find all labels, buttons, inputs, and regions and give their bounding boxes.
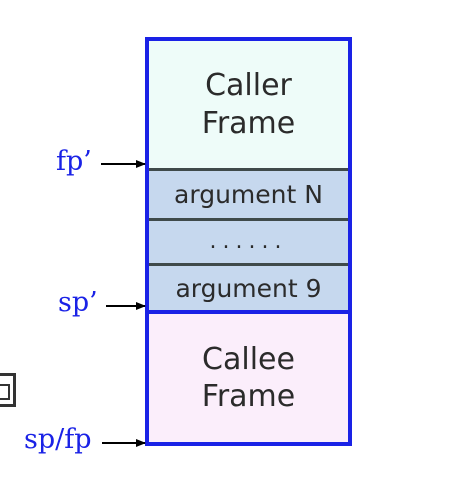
fp-prime-label: fp’ (56, 146, 92, 177)
argument-n-cell: argument N (149, 168, 348, 218)
caller-frame-label: Caller Frame (201, 68, 296, 141)
ellipsis-label: ...... (209, 229, 288, 254)
sp-fp-label: sp/fp (24, 424, 92, 455)
callee-frame: Callee Frame (149, 310, 348, 442)
argument-9-label: argument 9 (175, 273, 322, 303)
caller-frame: Caller Frame (149, 41, 348, 168)
callee-frame-label: Callee Frame (201, 341, 296, 415)
argument-9-cell: argument 9 (149, 263, 348, 310)
partial-icon (0, 373, 16, 407)
sp-prime-label: sp’ (58, 287, 98, 318)
argument-n-label: argument N (174, 180, 323, 209)
stack-column: Caller Frame argument N ...... argument … (145, 37, 352, 446)
ellipsis-cell: ...... (149, 218, 348, 263)
